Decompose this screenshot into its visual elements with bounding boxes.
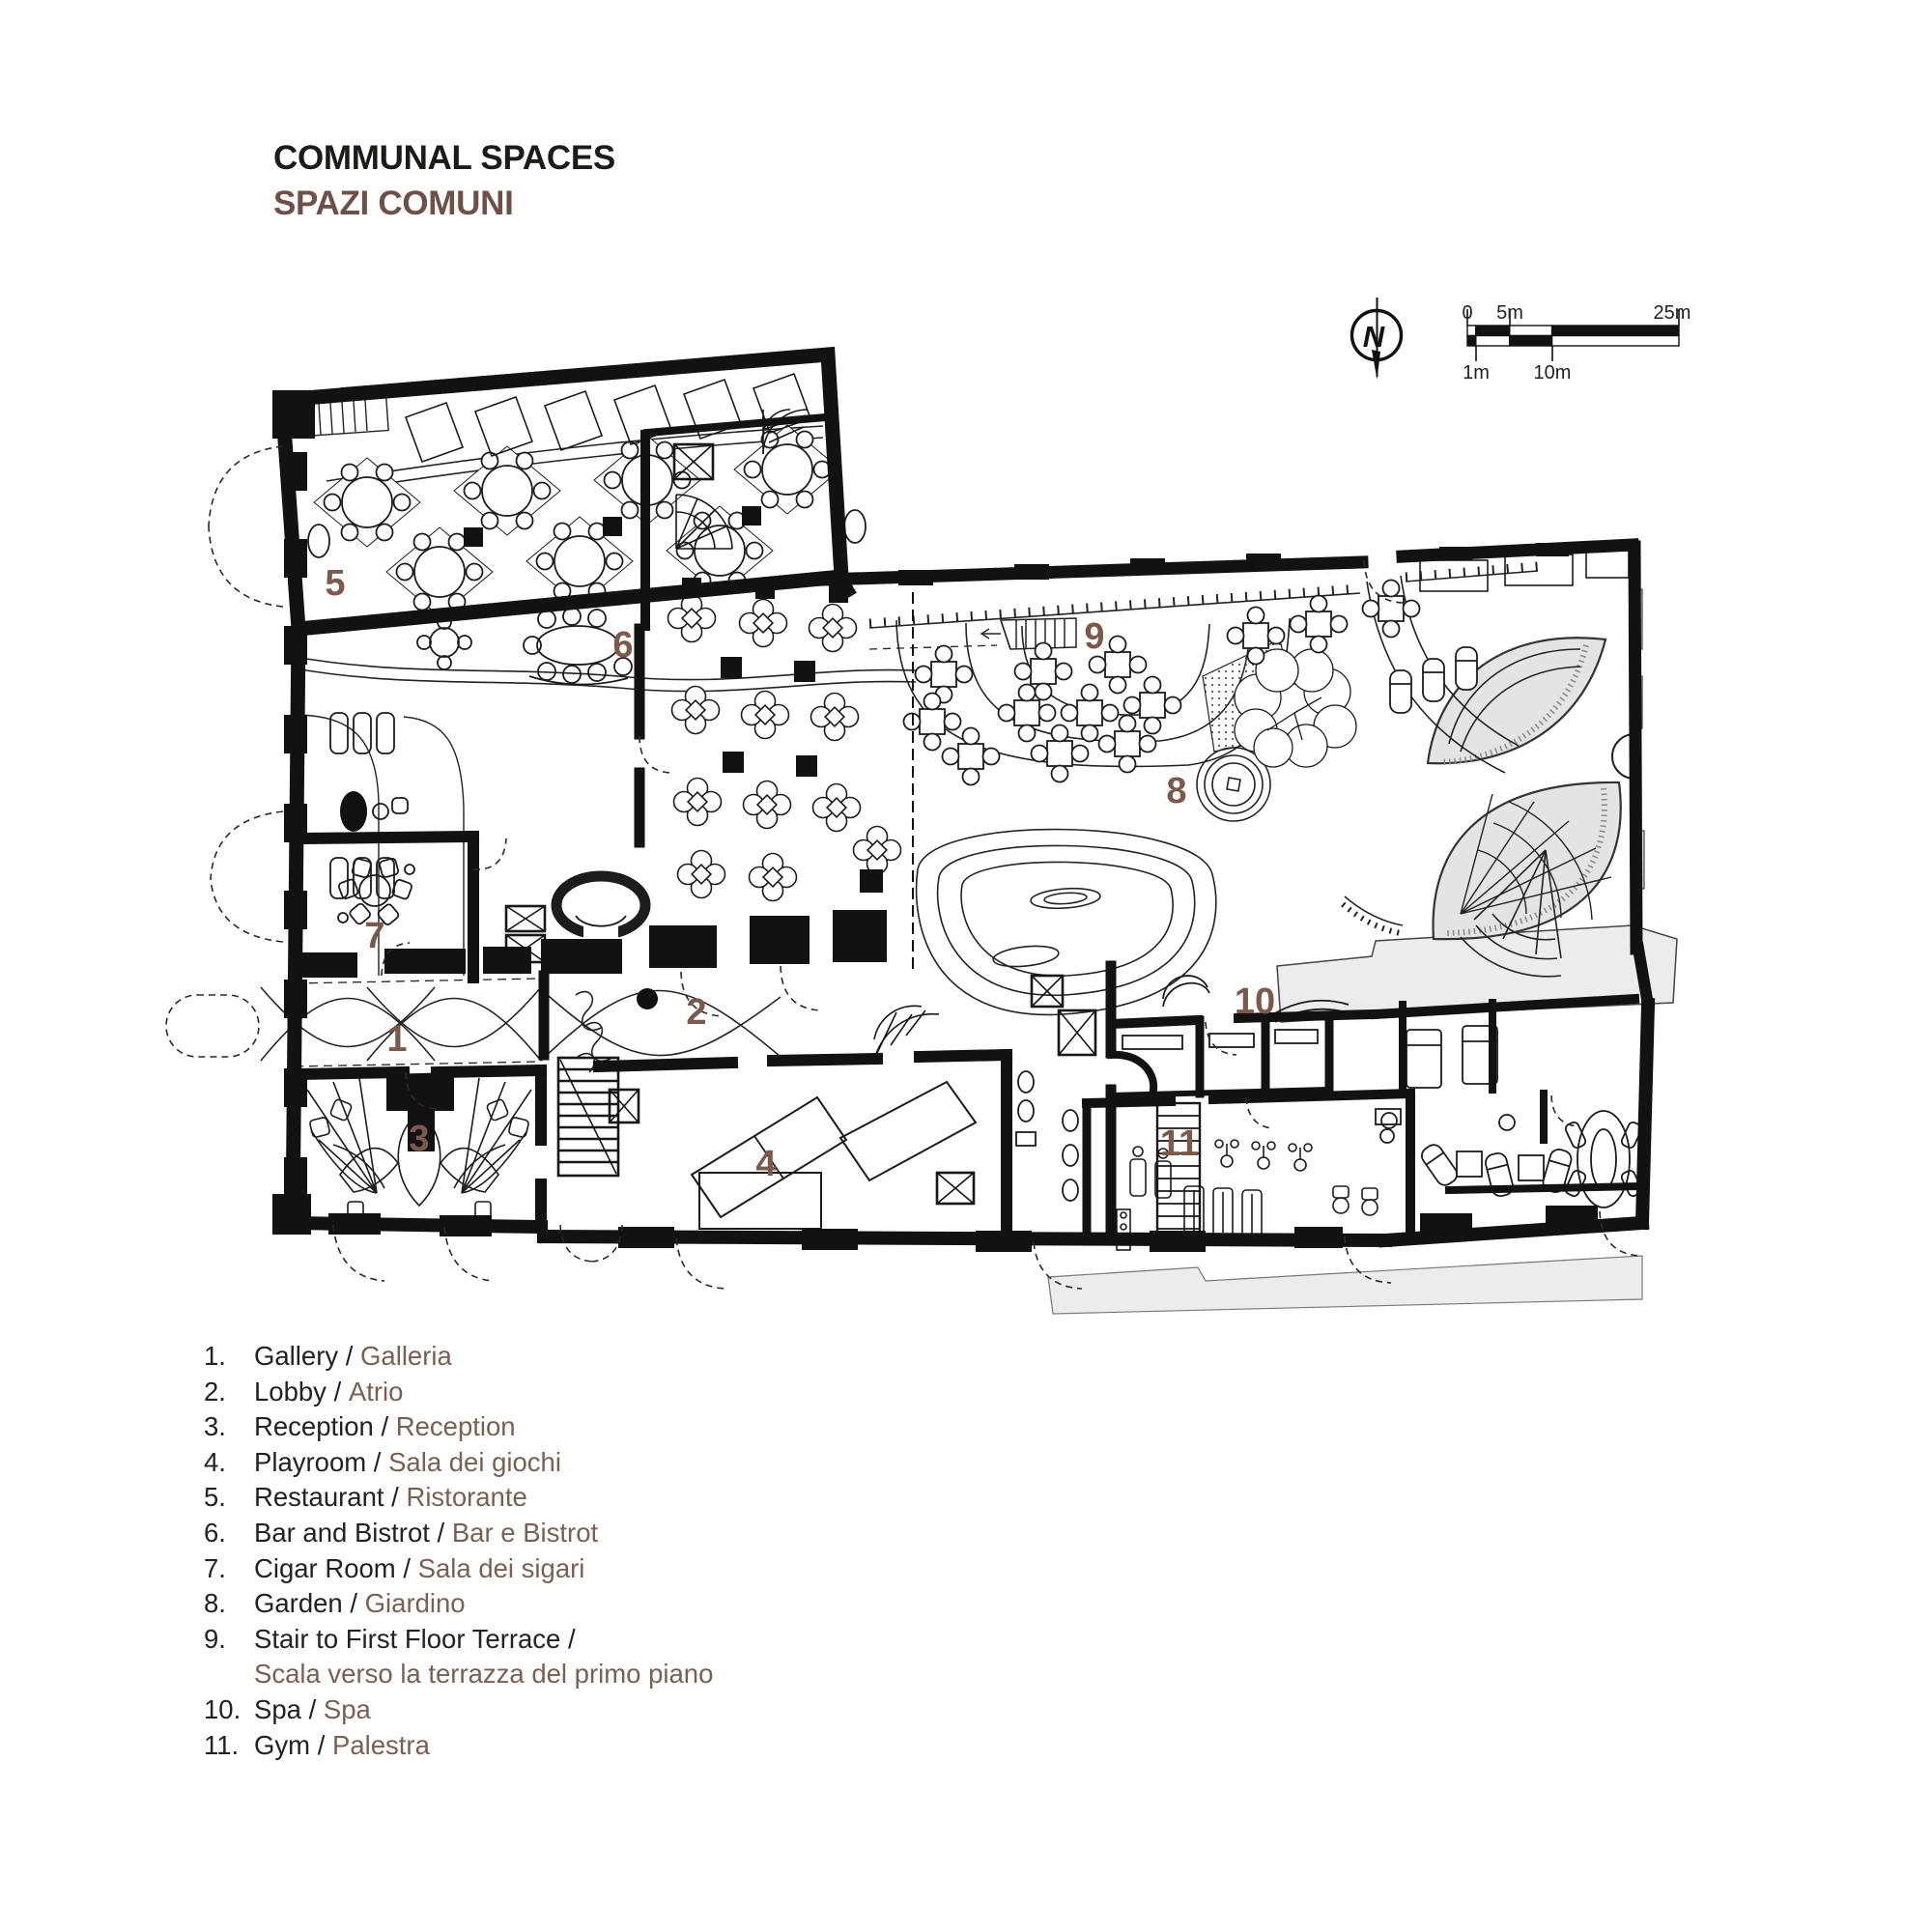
- room-label-4: 4: [755, 1144, 776, 1184]
- legend-item-english: Reception /: [254, 1411, 396, 1442]
- room-label-1: 1: [386, 1019, 407, 1060]
- room-label-5: 5: [325, 563, 345, 604]
- room-label-10: 10: [1235, 981, 1275, 1022]
- legend-item-english: Gym /: [254, 1729, 332, 1760]
- legend-item-6: 6. Bar and Bistrot / Bar e Bistrot: [204, 1516, 713, 1551]
- legend-item-english: Restaurant /: [254, 1482, 407, 1513]
- legend-item-number: 11.: [204, 1729, 240, 1760]
- legend-item-4: 4. Playroom / Sala dei giochi: [204, 1445, 713, 1481]
- scale-0-label: 0: [1462, 302, 1472, 324]
- scale-5m-label: 5m: [1496, 302, 1523, 324]
- legend-item-italian: Bar e Bistrot: [451, 1517, 599, 1548]
- legend-item-italian: Giardino: [364, 1588, 466, 1619]
- legend-item-english: Garden /: [254, 1588, 365, 1619]
- legend-item-number: 10.: [204, 1693, 242, 1724]
- legend: 1. Gallery / Galleria 2. Lobby / Atrio 3. Rec…: [204, 1339, 713, 1763]
- legend-item-english: Bar and Bistrot /: [254, 1517, 452, 1548]
- title-block: COMMUNAL SPACES SPAZI COMUNI: [273, 135, 615, 226]
- legend-item-3: 3. Reception / Reception: [204, 1409, 713, 1445]
- legend-item-number: 2.: [204, 1376, 226, 1406]
- room-label-7: 7: [364, 916, 384, 956]
- legend-item-italian: Spa: [323, 1693, 371, 1724]
- legend-item-8: 8. Garden / Giardino: [204, 1586, 713, 1622]
- legend-item-english: Lobby /: [254, 1376, 349, 1406]
- legend-item-italian: Reception: [395, 1411, 516, 1442]
- legend-item-number: 9.: [204, 1623, 226, 1654]
- legend-item-italian: Atrio: [348, 1376, 404, 1406]
- furniture: [306, 372, 1643, 1251]
- scale-25m-label: 25m: [1654, 302, 1691, 324]
- legend-item-italian: Palestra: [331, 1729, 430, 1760]
- north-arrow-icon: N: [1350, 298, 1404, 380]
- north-label: N: [1363, 320, 1385, 354]
- room-label-11: 11: [1160, 1123, 1199, 1164]
- legend-item-italian: Sala dei giochi: [388, 1446, 561, 1477]
- legend-item-5: 5. Restaurant / Ristorante: [204, 1480, 713, 1516]
- legend-item-italian: Ristorante: [406, 1482, 527, 1513]
- legend-item-number: 1.: [204, 1341, 226, 1371]
- legend-item-english: Gallery /: [254, 1341, 361, 1371]
- legend-item-number: 7.: [204, 1552, 226, 1583]
- legend-item-number: 3.: [204, 1411, 226, 1442]
- room-label-6: 6: [612, 625, 633, 666]
- legend-item-9: 9. Stair to First Floor Terrace /: [204, 1622, 713, 1658]
- page-title: COMMUNAL SPACES: [273, 139, 615, 177]
- scale-1m-label: 1m: [1463, 362, 1490, 384]
- legend-item-number: 8.: [204, 1588, 226, 1619]
- legend-item-italian: Scala verso la terrazza del primo piano: [254, 1659, 714, 1690]
- legend-item-2: 2. Lobby / Atrio: [204, 1375, 713, 1410]
- legend-item-10: 10. Spa / Spa: [204, 1692, 713, 1728]
- room-label-9: 9: [1084, 616, 1104, 657]
- room-label-2: 2: [686, 992, 706, 1033]
- tree-icon: [1234, 648, 1357, 768]
- legend-item-number: 6.: [204, 1517, 226, 1548]
- legend-item-english: Playroom /: [254, 1446, 389, 1477]
- room-labels: 1 2 3 4 5 6 7 8 9 10 11: [325, 563, 1275, 1184]
- legend-item-english: Spa /: [254, 1693, 324, 1724]
- legend-item-italian: Galleria: [360, 1341, 452, 1371]
- legend-item-english: Cigar Room /: [254, 1552, 418, 1583]
- room-label-8: 8: [1166, 771, 1186, 811]
- gray-areas: [1047, 637, 1678, 1315]
- room-label-3: 3: [409, 1119, 429, 1159]
- legend-item-english: Stair to First Floor Terrace /: [254, 1623, 576, 1654]
- legend-item-11: 11. Gym / Palestra: [204, 1728, 713, 1764]
- legend-item-number-spacer: [204, 1657, 254, 1692]
- scale-10m-label: 10m: [1534, 362, 1572, 384]
- legend-item-number: 4.: [204, 1446, 226, 1477]
- scale-bar: 0 5m 25m 1m 10m: [1462, 302, 1690, 384]
- legend-item-italian: Sala dei sigari: [417, 1552, 585, 1583]
- legend-item-1: 1. Gallery / Galleria: [204, 1339, 713, 1375]
- wall-piers: [272, 390, 1598, 1252]
- door-swings: [165, 445, 1641, 1290]
- legend-item-number: 5.: [204, 1482, 226, 1513]
- legend-item-7: 7. Cigar Room / Sala dei sigari: [204, 1551, 713, 1587]
- legend-item-continuation: Scala verso la terrazza del primo piano: [204, 1657, 713, 1692]
- page-subtitle: SPAZI COMUNI: [273, 185, 514, 222]
